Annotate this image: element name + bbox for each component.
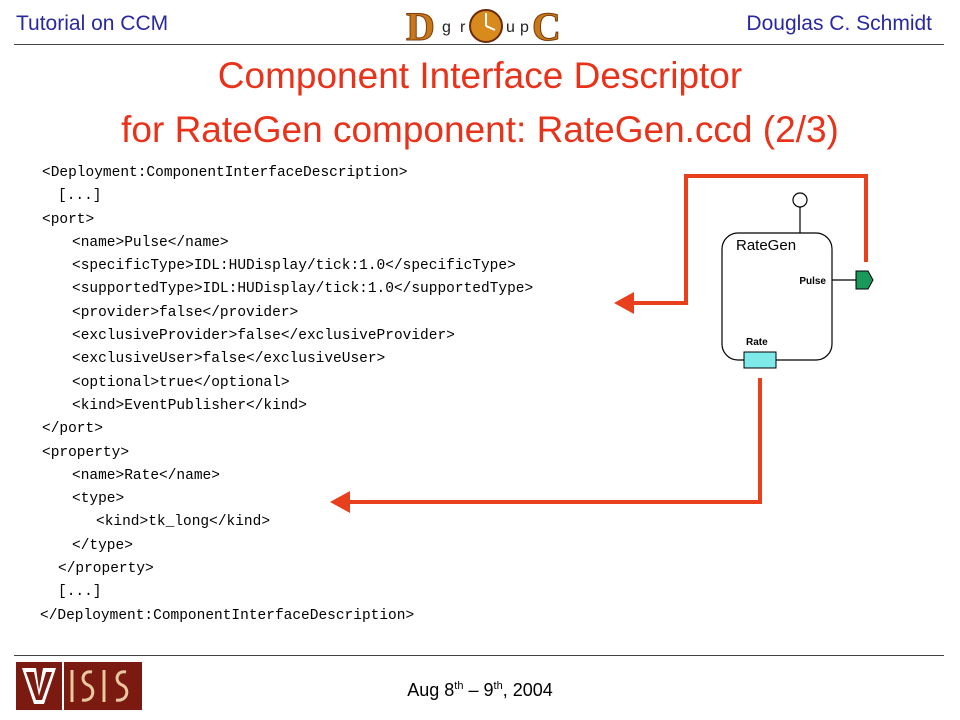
header-author: Douglas C. Schmidt [746, 12, 932, 35]
logo-letter-r: r [460, 19, 466, 36]
slide-title-line1: Component Interface Descriptor [217, 55, 743, 96]
component-box [721, 232, 833, 361]
logo-letter-c: C [532, 4, 560, 46]
logo-letter-u: u [506, 19, 515, 36]
code-line: <port> [42, 211, 95, 228]
logo-letter-d: D [406, 4, 435, 46]
code-line: <kind>tk_long</kind> [96, 514, 271, 531]
date-sup-1: th [454, 680, 464, 692]
code-line: </Deployment:ComponentInterfaceDescripti… [40, 607, 415, 624]
code-line: [...] [58, 584, 102, 601]
date-mid: – 9 [463, 680, 494, 700]
pulse-arrowhead [614, 292, 634, 314]
code-line: <kind>EventPublisher</kind> [72, 397, 307, 414]
code-line: </property> [58, 561, 154, 578]
date-sup-2: th [493, 680, 503, 692]
vanderbilt-isis-logo [16, 662, 142, 710]
rate-attribute-icon [743, 351, 777, 369]
xml-code-block: <Deployment:ComponentInterfaceDescriptio… [40, 162, 533, 628]
header-course-title: Tutorial on CCM [16, 12, 169, 35]
pulse-port-label: Pulse [799, 276, 826, 287]
date-prefix: Aug 8 [407, 680, 455, 700]
code-line: </port> [42, 421, 103, 438]
code-line: <optional>true</optional> [72, 374, 290, 391]
code-line: <property> [42, 444, 130, 461]
code-line: <exclusiveUser>false</exclusiveUser> [72, 351, 386, 368]
pulse-arrow [630, 174, 868, 305]
slide-title-line2: for RateGen component: RateGen.ccd (2/3) [121, 109, 839, 150]
code-line: <specificType>IDL:HUDisplay/tick:1.0</sp… [72, 258, 516, 275]
doc-group-logo: D g r u p C [400, 2, 560, 46]
facet-lollipop-icon [792, 192, 808, 208]
code-line: <exclusiveProvider>false</exclusiveProvi… [72, 328, 455, 345]
code-line: <Deployment:ComponentInterfaceDescriptio… [42, 165, 408, 181]
code-line: [...] [58, 188, 102, 205]
footer-divider [14, 655, 944, 656]
date-suffix: , 2004 [502, 680, 553, 700]
code-line: <name>Rate</name> [72, 467, 220, 484]
logo-letter-p: p [520, 19, 529, 36]
rate-port-label: Rate [746, 337, 768, 348]
header-divider [14, 44, 944, 45]
code-line: </type> [72, 537, 133, 554]
logo-letter-g: g [442, 19, 451, 36]
code-line: <provider>false</provider> [72, 304, 299, 321]
pulse-event-source-icon [855, 270, 874, 290]
component-name: RateGen [736, 237, 796, 254]
footer-date: Aug 8th – 9th, 2004 [0, 680, 960, 701]
code-line: <name>Pulse</name> [72, 234, 229, 251]
code-line: <supportedType>IDL:HUDisplay/tick:1.0</s… [72, 281, 534, 298]
isis-letters-icon [70, 670, 129, 702]
code-line: <type> [72, 491, 125, 508]
